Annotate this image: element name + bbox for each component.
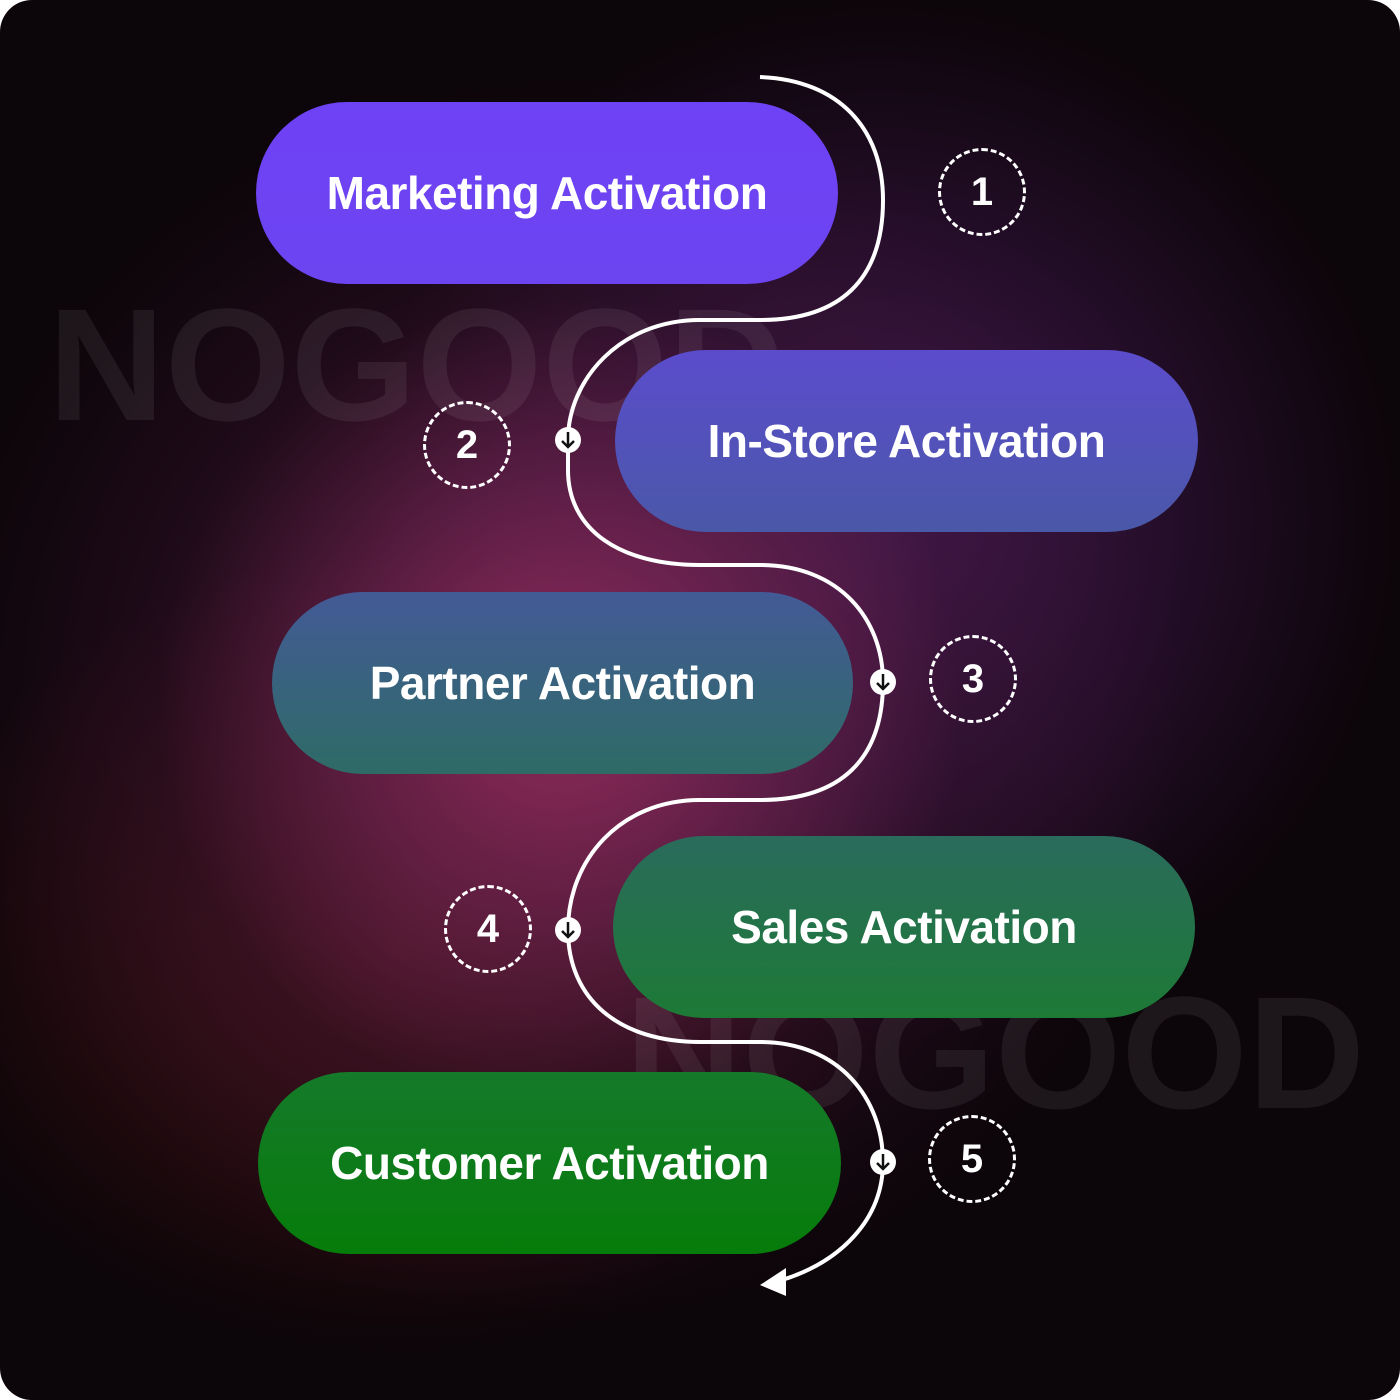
step-pill-sales-activation: Sales Activation (613, 836, 1195, 1018)
arrow-down-icon (870, 669, 896, 695)
step-label: In-Store Activation (707, 415, 1106, 467)
flow-arrowhead-icon (760, 1268, 786, 1296)
step-number-badge: 4 (444, 885, 532, 973)
step-number-badge: 2 (423, 401, 511, 489)
step-pill-customer-activation: Customer Activation (258, 1072, 841, 1254)
step-number-badge: 5 (928, 1115, 1016, 1203)
arrow-down-icon (870, 1149, 896, 1175)
arrow-down-icon (555, 917, 581, 943)
step-label: Sales Activation (731, 901, 1077, 953)
step-pill-marketing-activation: Marketing Activation (256, 102, 838, 284)
step-number-badge: 1 (938, 148, 1026, 236)
step-number-badge: 3 (929, 635, 1017, 723)
step-label: Marketing Activation (326, 167, 768, 219)
step-label: Partner Activation (369, 657, 756, 709)
step-pill-partner-activation: Partner Activation (272, 592, 853, 774)
step-label: Customer Activation (330, 1137, 769, 1189)
arrow-down-icon (555, 427, 581, 453)
step-pill-in-store-activation: In-Store Activation (615, 350, 1198, 532)
